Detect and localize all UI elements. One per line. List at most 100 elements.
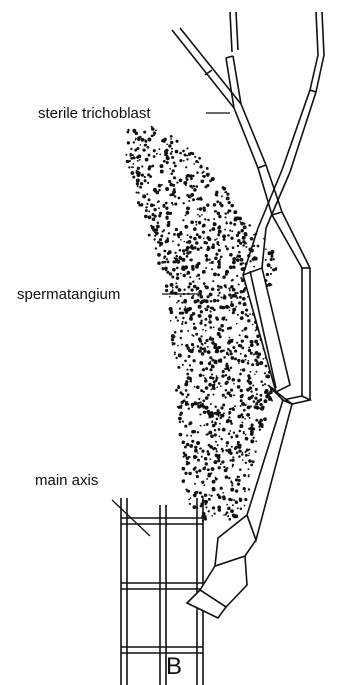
stipple-dot [230, 436, 233, 439]
stipple-dot [170, 283, 174, 287]
stipple-dot [153, 208, 156, 211]
stipple-dot [264, 372, 266, 374]
stipple-dot [137, 185, 139, 187]
stipple-dot [174, 164, 177, 167]
stipple-dot [265, 248, 267, 250]
stipple-dot [146, 203, 148, 205]
stipple-dot [182, 249, 185, 252]
stipple-dot [232, 294, 236, 298]
stipple-dot [157, 261, 161, 265]
stipple-dot [239, 296, 242, 299]
stipple-dot [236, 451, 239, 454]
stipple-dot [237, 245, 239, 247]
stipple-dot [270, 255, 273, 258]
stipple-dot [184, 306, 186, 308]
stipple-dot [189, 236, 192, 239]
stipple-dot [225, 305, 229, 309]
stipple-dot [213, 513, 215, 515]
stipple-dot [198, 278, 200, 280]
stipple-dot [231, 301, 233, 303]
stipple-dot [237, 314, 239, 316]
stipple-dot [222, 275, 226, 279]
stipple-dot [245, 246, 247, 248]
label-spermatangium: spermatangium [17, 286, 120, 303]
stipple-dot [200, 319, 202, 321]
stipple-dot [202, 270, 206, 274]
stipple-dot [236, 256, 238, 258]
stipple-dot [227, 348, 230, 351]
stipple-dot [198, 222, 200, 224]
stipple-dot [234, 292, 237, 295]
stipple-dot [196, 385, 200, 389]
stipple-dot [215, 478, 218, 481]
stipple-dot [266, 375, 270, 379]
stipple-dot [191, 247, 194, 250]
stipple-dot [233, 499, 235, 501]
stipple-dot [211, 359, 214, 362]
stipple-dot [266, 273, 269, 276]
stipple-dot [207, 468, 210, 471]
stipple-dot [228, 417, 230, 419]
stipple-dot [228, 448, 232, 452]
stipple-dot [190, 497, 192, 499]
stipple-dot [218, 327, 222, 331]
stipple-dot [230, 422, 233, 425]
stipple-dot [212, 424, 215, 427]
stipple-dot [191, 403, 195, 407]
stipple-dot [157, 241, 160, 244]
stipple-dot [226, 363, 229, 366]
stipple-dot [165, 284, 168, 287]
stipple-dot [197, 345, 200, 348]
stipple-dot [197, 459, 200, 462]
stipple-dot [209, 494, 211, 496]
stipple-dot [246, 413, 250, 417]
stipple-dot [176, 255, 179, 258]
stipple-dot [159, 245, 161, 247]
stipple-dot [254, 397, 257, 400]
stipple-dot [216, 200, 219, 203]
stipple-dot [157, 200, 159, 202]
stipple-dot [208, 510, 210, 512]
stipple-dot [191, 334, 193, 336]
stipple-dot [229, 337, 231, 339]
stipple-dot [135, 138, 137, 140]
stipple-dot [192, 175, 195, 178]
stipple-dot [178, 417, 181, 420]
stipple-dot [208, 498, 211, 501]
stipple-dot [242, 459, 244, 461]
stipple-dot [225, 245, 227, 247]
stipple-dot [140, 144, 142, 146]
stipple-dot [193, 188, 197, 192]
stipple-dot [184, 360, 187, 363]
stipple-dot [158, 148, 160, 150]
stipple-dot [225, 475, 229, 479]
stipple-dot [201, 495, 204, 498]
stipple-dot [229, 221, 232, 224]
stipple-dot [226, 445, 228, 447]
stipple-dot [217, 332, 221, 336]
stipple-dot [248, 488, 250, 490]
stipple-dot [208, 362, 211, 365]
stipple-dot [248, 396, 252, 400]
stipple-dot [201, 352, 205, 356]
stipple-dot [226, 420, 229, 423]
stipple-dot [137, 201, 140, 204]
stipple-dot [220, 463, 222, 465]
stipple-dot [196, 441, 200, 445]
stipple-dot [202, 231, 205, 234]
stipple-dot [225, 319, 227, 321]
stipple-dot [133, 141, 135, 143]
stipple-dot [183, 160, 185, 162]
stipple-dot [180, 295, 182, 297]
stipple-dot [145, 139, 147, 141]
stipple-dot [179, 249, 182, 252]
stipple-dot [247, 468, 249, 470]
stipple-dot [193, 163, 195, 165]
stipple-dot [172, 268, 176, 272]
stipple-dot [166, 271, 169, 274]
stipple-dot [144, 179, 147, 182]
stipple-dot [193, 346, 195, 348]
stipple-dot [142, 138, 144, 140]
stipple-dot [216, 386, 218, 388]
stipple-dot [176, 267, 179, 270]
